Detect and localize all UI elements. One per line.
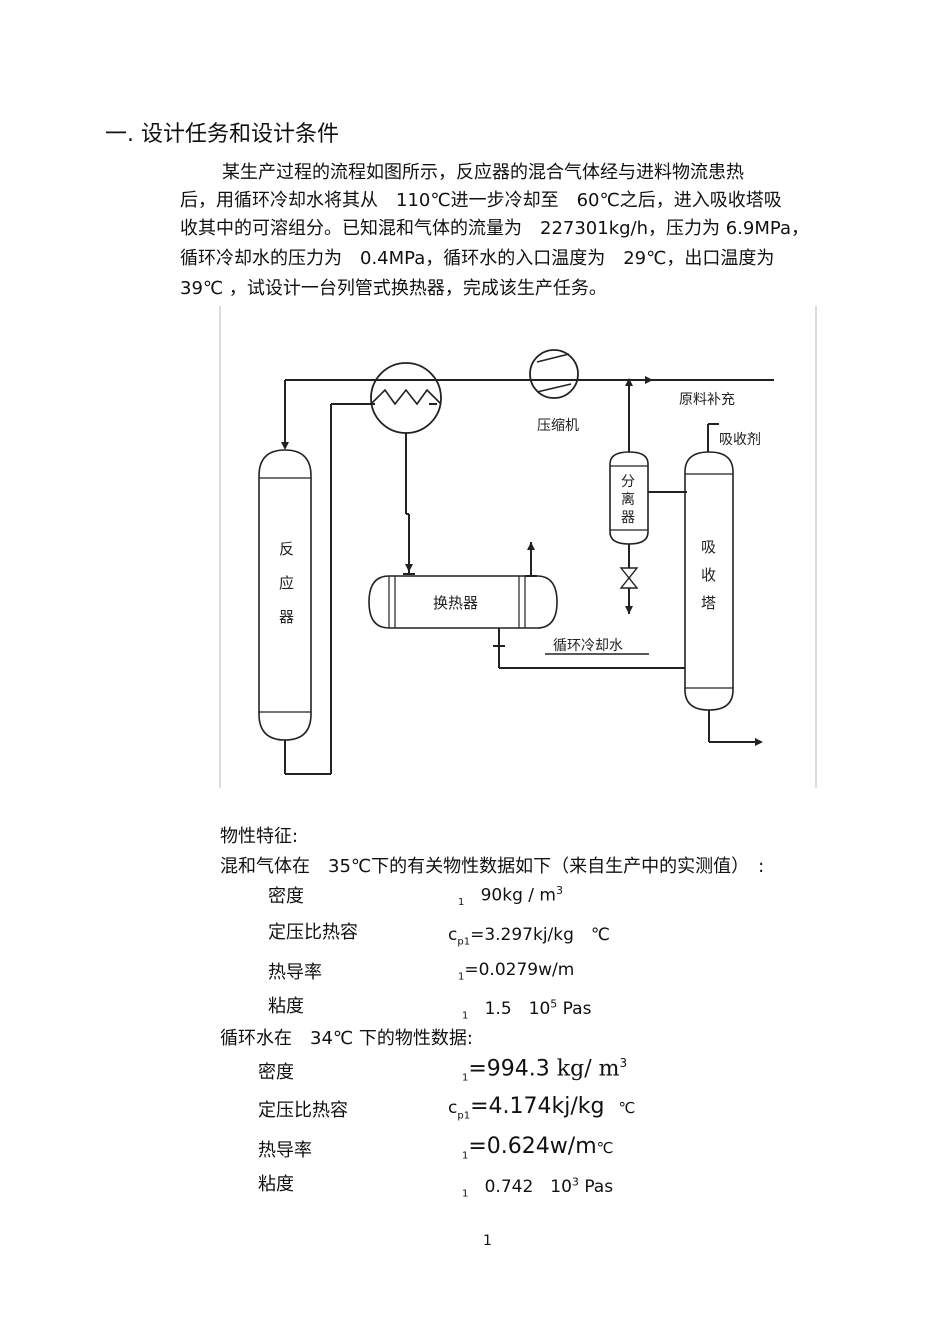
compressor-label: 压缩机 <box>537 418 579 434</box>
gas-cp-value: cp1=3.297kj/kg ℃ <box>448 925 611 948</box>
gas-viscosity-value: 1 1.5 105 Pas <box>462 997 592 1022</box>
water-density-value: 1=994.3 kg/ m3 <box>462 1056 628 1084</box>
reactor-vessel: 反 应 器 <box>258 449 312 741</box>
compressor: 压缩机 <box>529 349 579 434</box>
gas-density-value: 1 90kg / m3 <box>458 884 563 909</box>
reactor-label-1: 反 <box>279 540 294 558</box>
absorber-label-2: 收 <box>701 566 716 584</box>
process-flow-diagram: 反 应 器 压缩机 原料补充 分 离 器 <box>219 306 817 788</box>
reactor-label-2: 应 <box>279 574 294 592</box>
water-viscosity-name: 粘度 <box>258 1174 294 1195</box>
absorber-label-1: 吸 <box>701 538 716 556</box>
cooling-water-label: 循环冷却水 <box>553 638 623 654</box>
water-conductivity-value: 1=0.624w/m℃ <box>462 1134 614 1162</box>
intro-line-3: 收其中的可溶组分。已知混和气体的流量为 227301kg/h，压力为 6.9MP… <box>180 218 809 239</box>
section-heading: 一. 设计任务和设计条件 <box>105 122 339 147</box>
separator-label-2: 离 <box>621 491 635 508</box>
page-number: 1 <box>483 1233 492 1249</box>
heat-exchanger: 换热器 <box>368 575 558 629</box>
absorber-column: 吸 收 塔 <box>684 451 734 711</box>
properties-title: 物性特征: <box>220 826 299 847</box>
intro-line-5: 39℃ ，试设计一台列管式换热器，完成该生产任务。 <box>180 278 607 299</box>
gas-conductivity-value: 1=0.0279w/m <box>458 960 575 983</box>
water-header: 循环水在 34℃ 下的物性数据: <box>220 1028 473 1049</box>
reactor-label-3: 器 <box>279 608 294 626</box>
water-cp-value: cp1=4.174kj/kg ℃ <box>448 1094 636 1122</box>
gas-cp-name: 定压比热容 <box>268 922 358 943</box>
separator-label-1: 分 <box>621 474 635 490</box>
gas-viscosity-name: 粘度 <box>268 996 304 1017</box>
interchanger <box>370 362 442 434</box>
water-viscosity-value: 1 0.742 103 Pas <box>462 1175 614 1200</box>
separator-label-3: 器 <box>621 510 635 526</box>
absorbent-label: 吸收剂 <box>719 432 761 448</box>
intro-line-1: 某生产过程的流程如图所示，反应器的混合气体经与进料物流患热 <box>222 162 744 183</box>
gas-header: 混和气体在 35℃下的有关物性数据如下（来自生产中的实测值） : <box>220 856 765 877</box>
water-conductivity-name: 热导率 <box>258 1140 312 1161</box>
intro-line-4: 循环冷却水的压力为 0.4MPa，循环水的入口温度为 29℃，出口温度为 <box>180 248 775 269</box>
exchanger-label: 换热器 <box>433 594 478 612</box>
gas-conductivity-name: 热导率 <box>268 962 322 983</box>
feed-label: 原料补充 <box>679 392 735 408</box>
separator-vessel: 分 离 器 <box>609 451 649 545</box>
absorber-label-3: 塔 <box>701 594 716 612</box>
gas-density-name: 密度 <box>268 886 304 907</box>
intro-line-2: 后，用循环冷却水将其从 110℃进一步冷却至 60℃之后，进入吸收塔吸 <box>180 190 782 211</box>
water-cp-name: 定压比热容 <box>258 1100 348 1121</box>
water-density-name: 密度 <box>258 1062 294 1083</box>
